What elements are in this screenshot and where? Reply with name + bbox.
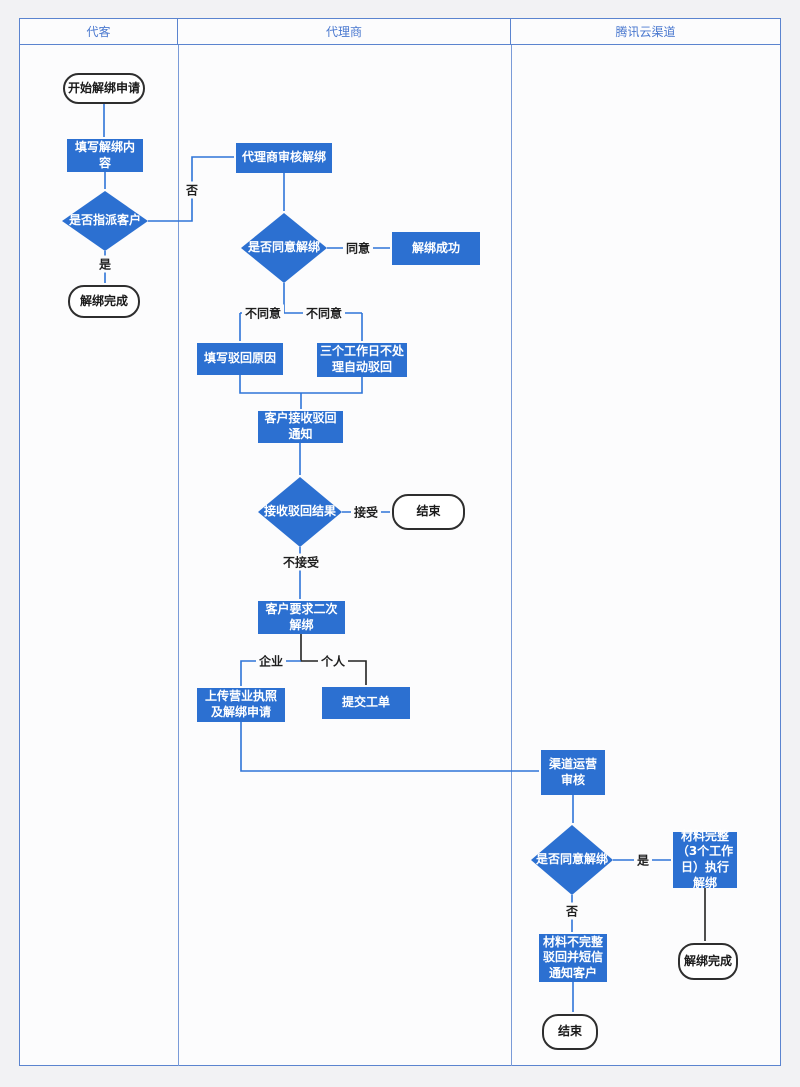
edge-label-disagree-left: 不同意 xyxy=(241,304,285,322)
material-complete-node: 材料完整 （3个工作 日）执行 解绑 xyxy=(673,829,737,890)
receive-reject-notice-node: 客户接收驳回 通知 xyxy=(258,411,343,443)
edge-label-not-accept: 不接受 xyxy=(279,553,323,571)
lane-header-customer-agent: 代客 xyxy=(19,18,178,45)
lane-divider-1 xyxy=(178,45,179,1066)
upload-license-node: 上传营业执照 及解绑申请 xyxy=(197,688,285,722)
swimlane-frame xyxy=(19,18,781,1066)
unbind-success-node: 解绑成功 xyxy=(392,232,480,265)
edge-label-personal: 个人 xyxy=(317,652,349,670)
lane-header-tencent-cloud-channel: 腾讯云渠道 xyxy=(511,18,781,45)
edge-label-no-1: 否 xyxy=(182,181,202,199)
lane-header-agent: 代理商 xyxy=(178,18,511,45)
edge-label-yes-2: 是 xyxy=(633,851,653,869)
start-terminator: 开始解绑申请 xyxy=(63,73,145,104)
agent-review-node: 代理商审核解绑 xyxy=(236,143,332,173)
channel-review-node: 渠道运营 审核 xyxy=(541,750,605,795)
end-terminator-2: 结束 xyxy=(542,1014,598,1050)
edge-label-disagree-right: 不同意 xyxy=(302,304,346,322)
unbind-done-terminator-1: 解绑完成 xyxy=(68,285,140,318)
auto-reject-node: 三个工作日不处 理自动驳回 xyxy=(317,343,407,377)
edge-label-agree: 同意 xyxy=(342,239,374,257)
edge-label-no-2: 否 xyxy=(562,902,582,920)
end-terminator-1: 结束 xyxy=(392,494,465,530)
lane-header-row: 代客 代理商 腾讯云渠道 xyxy=(19,18,781,45)
material-incomplete-node: 材料不完整 驳回并短信 通知客户 xyxy=(539,934,607,982)
edge-label-enterprise: 企业 xyxy=(255,652,287,670)
edge-label-accept: 接受 xyxy=(350,503,382,521)
edge-label-yes-1: 是 xyxy=(95,255,115,273)
second-unbind-request-node: 客户要求二次 解绑 xyxy=(258,601,345,634)
submit-ticket-node: 提交工单 xyxy=(322,687,410,719)
lane-divider-2 xyxy=(511,45,512,1066)
fill-unbind-content-node: 填写解绑内 容 xyxy=(67,139,143,172)
fill-reject-reason-node: 填写驳回原因 xyxy=(197,343,283,375)
unbind-done-terminator-2: 解绑完成 xyxy=(678,943,738,980)
